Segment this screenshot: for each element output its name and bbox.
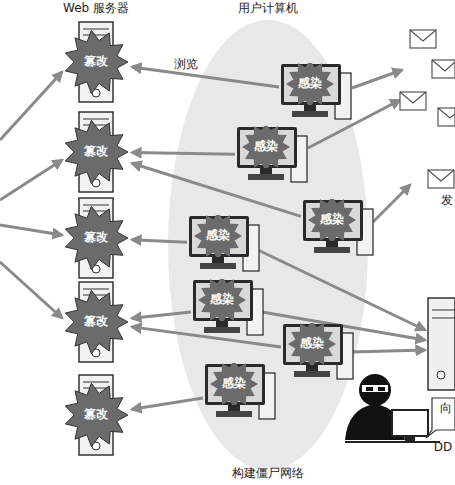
user-computer: 感染 bbox=[301, 199, 375, 257]
web-server: 篡改 bbox=[60, 21, 132, 103]
node-shape bbox=[191, 279, 265, 337]
tamper-label: 篡改 bbox=[84, 231, 108, 244]
user-computer: 感染 bbox=[191, 279, 265, 337]
user-computer: 感染 bbox=[187, 215, 261, 273]
infected-label: 感染 bbox=[320, 213, 344, 226]
target-server bbox=[428, 298, 455, 390]
user-computer: 感染 bbox=[203, 363, 277, 421]
arrow-connector bbox=[132, 312, 191, 318]
node-shape bbox=[187, 215, 261, 273]
tamper-label: 篡改 bbox=[84, 55, 108, 68]
web-server: 篡改 bbox=[60, 197, 132, 279]
user-computer: 感染 bbox=[281, 323, 355, 381]
arrow-connector bbox=[132, 163, 301, 216]
infected-label: 感染 bbox=[206, 229, 230, 242]
node-shape bbox=[235, 126, 309, 184]
hacker-figure bbox=[345, 374, 440, 442]
caption-label: 构建僵尸网络 bbox=[232, 466, 304, 480]
column-title: 用户计算机 bbox=[238, 1, 298, 15]
speech-text: 向 bbox=[440, 401, 452, 415]
infected-label: 感染 bbox=[254, 140, 278, 153]
arrow-connector bbox=[132, 398, 203, 409]
infected-label: 感染 bbox=[222, 377, 246, 390]
column-title: Web 服务器 bbox=[63, 1, 129, 15]
node-shape bbox=[281, 323, 355, 381]
botnet-region bbox=[168, 20, 368, 470]
web-server: 篡改 bbox=[60, 374, 132, 456]
arrow-connector bbox=[132, 153, 235, 155]
tamper-label: 篡改 bbox=[84, 315, 108, 328]
node-shape bbox=[279, 63, 353, 121]
web-server: 篡改 bbox=[60, 111, 132, 193]
mail-envelopes bbox=[400, 30, 455, 188]
edge-label: 浏览 bbox=[172, 57, 200, 71]
tamper-label: 篡改 bbox=[84, 145, 108, 158]
infected-label: 感染 bbox=[210, 293, 234, 306]
node-shape bbox=[301, 199, 375, 257]
speech-text: DD bbox=[434, 440, 452, 454]
node-shape bbox=[203, 363, 277, 421]
arrow-connector bbox=[132, 240, 187, 243]
infected-label: 感染 bbox=[300, 337, 324, 350]
tamper-label: 篡改 bbox=[84, 408, 108, 421]
arrow-connector bbox=[132, 67, 279, 87]
send-label: 发 bbox=[441, 193, 453, 207]
speech-bubble bbox=[426, 398, 455, 438]
web-server: 篡改 bbox=[60, 281, 132, 363]
infected-label: 感染 bbox=[298, 77, 322, 90]
user-computer: 感染 bbox=[235, 126, 309, 184]
incoming-arrows bbox=[0, 70, 425, 352]
user-computer: 感染 bbox=[279, 63, 353, 121]
